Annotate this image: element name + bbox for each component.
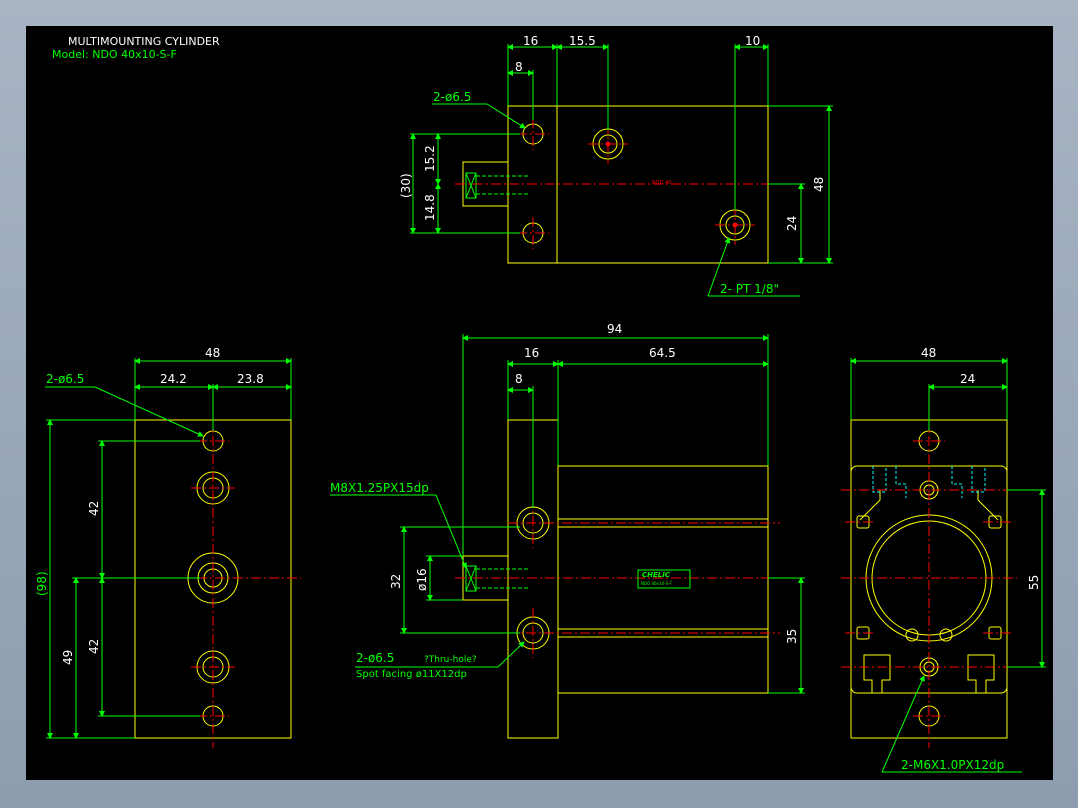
front-dim-8: 8 (515, 372, 523, 386)
front-spot-label: Spot facing ø11X12dp (356, 669, 467, 680)
left-view: 48 24.2 23.8 2-ø6.5 (98) 49 42 42 (35, 346, 301, 748)
front-dim-35: 35 (785, 629, 799, 644)
top-port-1-inner (598, 134, 618, 154)
right-view: 48 24 55 2-M6X1.0PX12dp (841, 346, 1046, 773)
right-t-slot-left (863, 654, 891, 694)
front-body (557, 465, 769, 694)
right-chamfer-left (859, 490, 881, 521)
top-dim-24: 24 (785, 216, 799, 231)
right-centerlines (841, 400, 1017, 748)
top-dim-16: 16 (523, 34, 538, 48)
front-thread-label: M8X1.25PX15dp (330, 481, 429, 495)
front-badge-brand: CHELIC (642, 571, 671, 579)
top-dimension-lines (410, 44, 833, 297)
left-dim-42-upper: 42 (87, 501, 101, 516)
left-dim-49: 49 (61, 650, 75, 665)
top-port-1-center (605, 141, 611, 147)
top-dim-15-2: 15.2 (423, 145, 437, 172)
front-dim-64-5: 64.5 (649, 346, 676, 360)
front-thru-label: ?Thru-hole? (424, 655, 477, 665)
right-dim-48: 48 (921, 346, 936, 360)
front-badge: CHELIC NDO 40x10-S-F (637, 569, 691, 589)
front-badge-model: NDO 40x10-S-F (641, 581, 672, 586)
right-small-hole-left (905, 628, 919, 642)
left-dim-24-2: 24.2 (160, 372, 187, 386)
left-centerlines (125, 400, 301, 748)
top-small-mark: NDO 40 (652, 180, 671, 186)
front-holes-label: 2-ø6.5 (356, 651, 394, 665)
front-dim-dia-16: ø16 (415, 568, 429, 591)
cad-drawing-canvas: MULTIMOUNTING CYLINDER Model: NDO 40x10-… (26, 26, 1053, 780)
front-dim-94: 94 (607, 322, 622, 336)
top-dim-48: 48 (812, 177, 826, 192)
left-dim-48: 48 (205, 346, 220, 360)
right-hidden-lines (872, 466, 986, 498)
title-line-2: Model: NDO 40x10-S-F (52, 48, 177, 61)
front-dim-32: 32 (389, 574, 403, 589)
top-centerlines (455, 118, 780, 249)
right-dim-24: 24 (960, 372, 975, 386)
front-centerlines (455, 498, 780, 658)
top-rod-thread (465, 172, 528, 199)
front-dimension-lines (330, 334, 805, 694)
right-dim-55: 55 (1027, 575, 1041, 590)
top-view: 16 15.5 10 8 2-ø6.5 2- PT 1/8" NDO 40 48… (399, 34, 833, 297)
top-port-2-inner (725, 215, 745, 235)
title-line-1: MULTIMOUNTING CYLINDER (68, 35, 220, 48)
title-block: MULTIMOUNTING CYLINDER Model: NDO 40x10-… (52, 35, 220, 61)
top-dim-10: 10 (745, 34, 760, 48)
front-dim-16: 16 (524, 346, 539, 360)
left-holes-label: 2-ø6.5 (46, 372, 84, 386)
right-small-hole-right (939, 628, 953, 642)
right-chamfer-right (977, 490, 999, 521)
top-port-2-center (732, 222, 738, 228)
top-dim-15-5: 15.5 (569, 34, 596, 48)
left-dim-23-8: 23.8 (237, 372, 264, 386)
top-dim-30: (30) (399, 173, 413, 198)
left-dim-42-lower: 42 (87, 639, 101, 654)
top-dim-14-8: 14.8 (423, 194, 437, 221)
right-dimension-lines (850, 358, 1046, 773)
left-dim-98: (98) (35, 571, 49, 596)
cad-drawing: MULTIMOUNTING CYLINDER Model: NDO 40x10-… (35, 34, 1046, 773)
right-t-slot-right (967, 654, 995, 694)
top-holes-label: 2-ø6.5 (433, 90, 471, 104)
right-tap-label: 2-M6X1.0PX12dp (901, 758, 1004, 772)
front-view: CHELIC NDO 40x10-S-F 94 16 64.5 8 M8X1.2 (330, 322, 805, 739)
left-dimension-lines (45, 358, 292, 739)
top-ports-label: 2- PT 1/8" (720, 282, 779, 296)
top-dim-8: 8 (515, 60, 523, 74)
